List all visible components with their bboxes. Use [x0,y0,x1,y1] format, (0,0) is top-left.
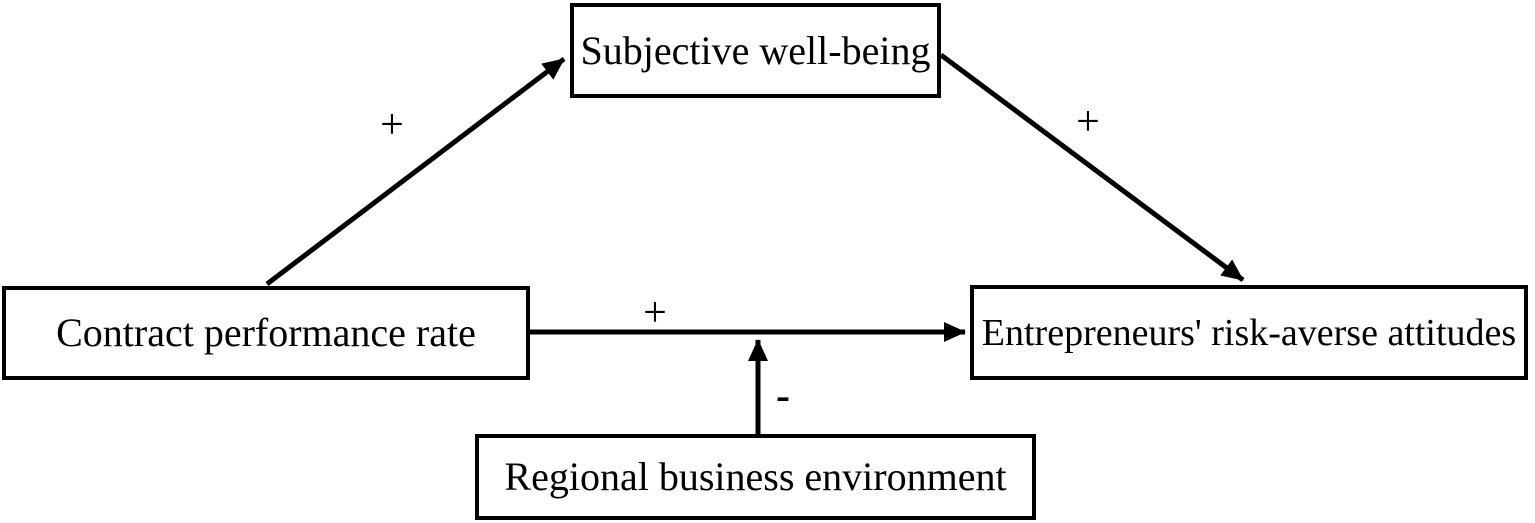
node-label-entrepreneurs-risk-averse-attitudes: Entrepreneurs' risk-averse attitudes [981,311,1517,354]
edge-sign-environment-moderation: - [776,373,790,419]
arrow-wellbeing-to-attitudes [939,52,1245,283]
edge-sign-wellbeing-to-attitudes: + [1076,99,1100,145]
arrow-contract-to-wellbeing [265,57,566,286]
node-label-subjective-well-being: Subjective well-being [580,27,931,73]
edge-sign-contract-to-wellbeing: + [380,102,404,148]
node-entrepreneurs-risk-averse-attitudes: Entrepreneurs' risk-averse attitudes [970,285,1528,380]
node-label-contract-performance-rate: Contract performance rate [56,310,476,355]
node-contract-performance-rate: Contract performance rate [2,286,530,380]
node-label-regional-business-environment: Regional business environment [504,454,1007,499]
node-subjective-well-being: Subjective well-being [570,3,941,98]
node-regional-business-environment: Regional business environment [475,434,1036,520]
edge-sign-contract-to-attitudes: + [643,290,667,336]
